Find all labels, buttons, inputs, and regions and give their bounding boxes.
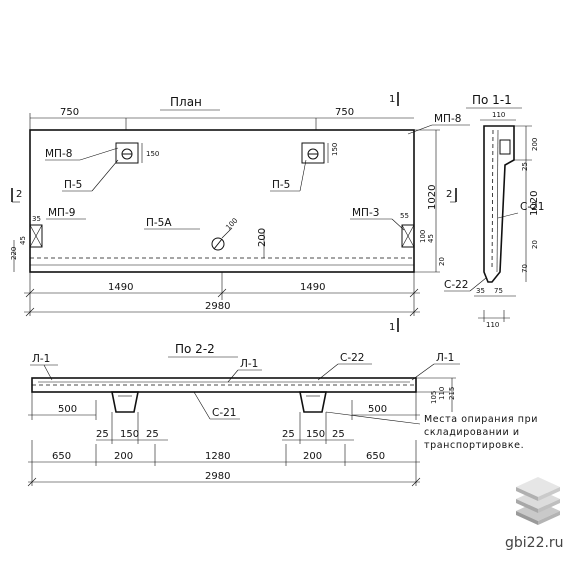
section-label-c22: С-22 [340, 352, 364, 364]
plan-dim-750-right: 750 [335, 107, 354, 118]
lifting-loop-right [301, 142, 325, 164]
side-dim-110-top: 110 [492, 111, 505, 119]
section-dim-650-right: 650 [366, 451, 385, 462]
plan-title: План [170, 95, 202, 109]
section-dim-200-left: 200 [114, 451, 133, 462]
plan-dim-220: 220 [10, 247, 18, 260]
label-mp9: МП-9 [48, 207, 75, 219]
label-mp8-right: МП-8 [434, 113, 461, 125]
section-view: По 2-2 Л-1 Л-1 С-22 Л-1 С-21 105 110 21 [27, 342, 538, 487]
section-label-c21: С-21 [212, 407, 236, 419]
side-label-c22: С-22 [444, 279, 468, 291]
section-dim-500-right: 500 [368, 404, 387, 415]
section-dim-25-b: 25 [146, 429, 159, 440]
support-note-line1: Места опирания при [424, 414, 538, 425]
plan-dim-100: 100 [224, 217, 239, 232]
section-dim-650-left: 650 [52, 451, 71, 462]
section-label-l1-left: Л-1 [32, 353, 50, 365]
side-dim-25: 25 [521, 162, 529, 171]
section-dim-105: 105 [430, 391, 438, 404]
svg-text:45: 45 [19, 236, 27, 245]
section-dim-215: 215 [448, 387, 456, 400]
side-rib-profile [483, 125, 515, 283]
section-dim-2980: 2980 [205, 471, 230, 482]
side-dim-110-bottom: 110 [486, 321, 499, 329]
cut-mark-2-left: 2 [16, 189, 22, 200]
support-note-line3: транспортировке. [424, 440, 524, 451]
plate-mp3 [401, 224, 415, 248]
section-label-l1-mid: Л-1 [240, 358, 258, 370]
section-dim-200-right: 200 [303, 451, 322, 462]
site-logo [516, 477, 560, 525]
plan-dim-200-center: 200 [257, 228, 268, 247]
label-p5-right: П-5 [272, 179, 290, 191]
side-dim-35: 35 [476, 287, 485, 295]
plan-dim-1020: 1020 [427, 185, 438, 210]
svg-text:45: 45 [427, 234, 435, 243]
support-note-line2: складировании и [424, 427, 520, 438]
section-dim-150-b: 150 [306, 429, 325, 440]
side-dim-1020: 1020 [529, 191, 540, 216]
section-dim-25-c: 25 [282, 429, 295, 440]
side-dim-20: 20 [531, 240, 539, 249]
section-rib-left [111, 391, 139, 413]
section-dim-500-left: 500 [58, 404, 77, 415]
section-dim-25-d: 25 [332, 429, 345, 440]
side-title: По 1-1 [472, 93, 512, 107]
plan-dim-1490-left: 1490 [108, 282, 133, 293]
plan-slab-outline [29, 129, 415, 273]
section-dim-25-a: 25 [96, 429, 109, 440]
side-view: По 1-1 110 200 25 1020 20 70 С-21 С-22 3… [444, 93, 544, 329]
section-label-l1-right: Л-1 [436, 352, 454, 364]
plan-dim-150-left: 150 [146, 150, 159, 158]
cut-mark-1-top: 1 [389, 94, 395, 105]
side-dim-200: 200 [531, 138, 539, 151]
plan-view: План 750 750 150 150 МП-8 МП-8 П-5 [10, 92, 470, 333]
svg-text:35: 35 [32, 215, 41, 223]
plan-dim-2980: 2980 [205, 301, 230, 312]
side-label-c21: С-21 [520, 201, 544, 213]
section-rib-right [299, 391, 327, 413]
svg-text:100: 100 [419, 230, 427, 243]
plan-dim-1490-right: 1490 [300, 282, 325, 293]
section-dim-110: 110 [438, 387, 446, 400]
site-watermark: gbi22.ru [505, 535, 564, 551]
lifting-loop-left [115, 142, 139, 164]
plan-dim-150-right: 150 [331, 143, 339, 156]
cut-mark-2-right: 2 [446, 189, 452, 200]
plan-dim-20-right: 20 [438, 257, 446, 266]
label-mp8-left: МП-8 [45, 148, 72, 160]
label-mp3: МП-3 [352, 207, 379, 219]
lifting-loop-center [211, 237, 225, 251]
plate-mp9 [29, 224, 43, 248]
svg-text:55: 55 [400, 212, 409, 220]
section-title: По 2-2 [175, 342, 215, 356]
side-dim-75: 75 [494, 287, 503, 295]
cut-mark-1-bottom: 1 [389, 322, 395, 333]
plan-dim-750-left: 750 [60, 107, 79, 118]
section-dim-150-a: 150 [120, 429, 139, 440]
section-dim-1280: 1280 [205, 451, 230, 462]
label-p5-left: П-5 [64, 179, 82, 191]
side-dim-70: 70 [521, 264, 529, 273]
label-p5a: П-5А [146, 217, 172, 229]
